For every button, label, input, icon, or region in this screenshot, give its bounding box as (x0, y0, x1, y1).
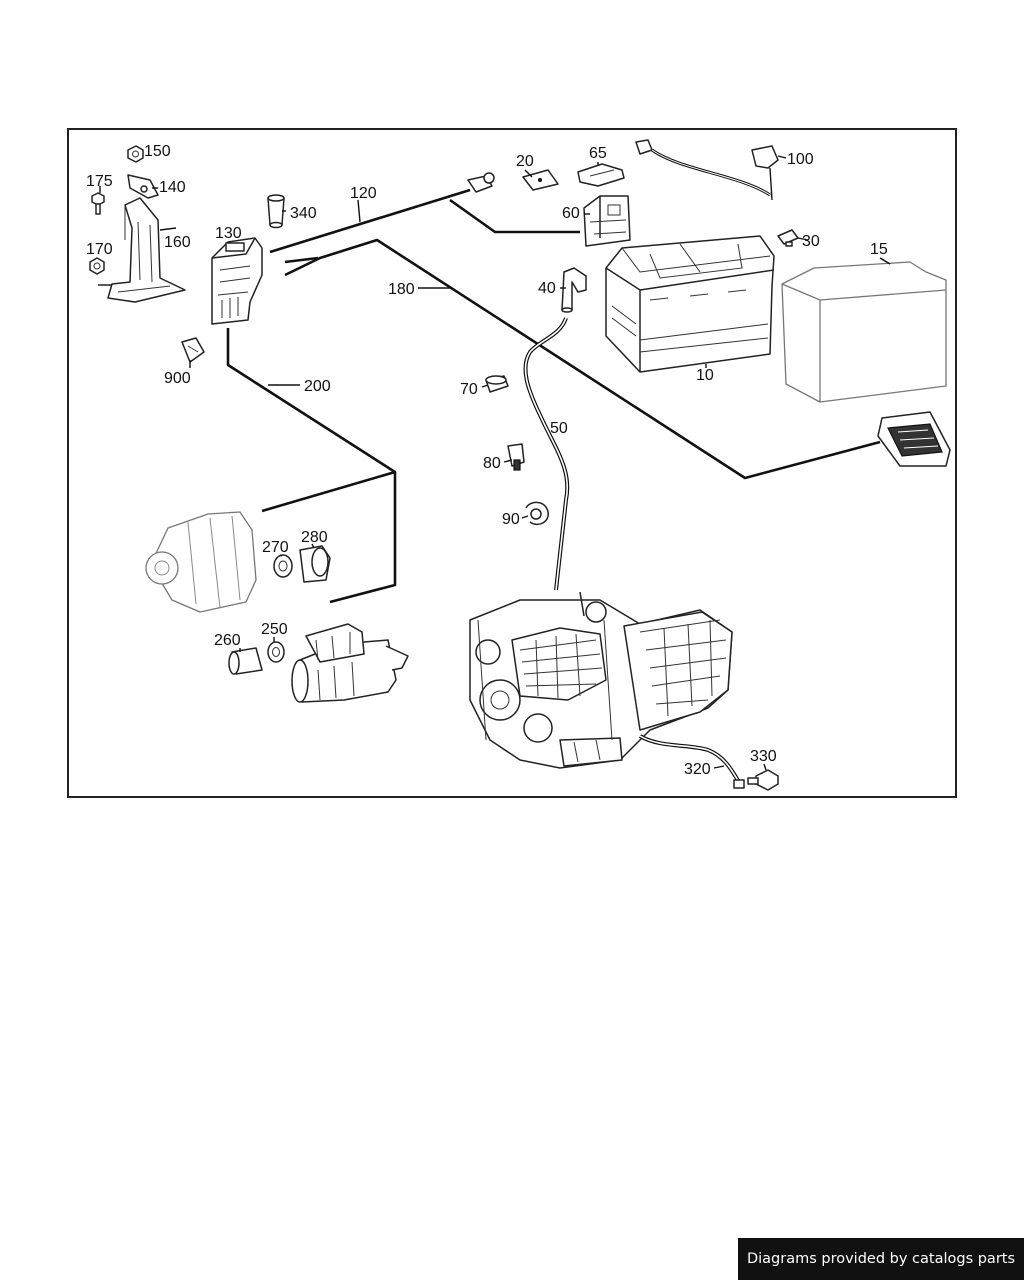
callout-70: 70 (460, 381, 478, 398)
battery-cable-100[interactable] (635, 139, 779, 201)
clip-90[interactable] (525, 501, 549, 526)
nut-150[interactable] (127, 145, 144, 163)
callout-260: 260 (214, 632, 241, 649)
starter-motor[interactable] (291, 623, 409, 703)
label-900[interactable] (181, 337, 205, 363)
callout-180: 180 (388, 281, 415, 298)
callout-labels: 150 175 140 160 170 130 340 120 20 65 10… (86, 143, 888, 778)
callout-340: 340 (290, 205, 317, 222)
ground-cable-320[interactable] (638, 734, 745, 789)
bracket-140[interactable] (127, 174, 159, 199)
nut-170[interactable] (89, 257, 105, 275)
callout-900: 900 (164, 370, 191, 387)
nut-270[interactable] (273, 554, 293, 578)
callout-160: 160 (164, 234, 191, 251)
cover-20[interactable] (522, 169, 559, 191)
cable-120[interactable] (269, 188, 580, 254)
callout-200: 200 (304, 378, 331, 395)
terminal-cover-60[interactable] (583, 195, 631, 247)
callout-140: 140 (159, 179, 186, 196)
callout-175: 175 (86, 173, 113, 190)
callout-100: 100 (787, 151, 814, 168)
nut-250[interactable] (267, 641, 285, 663)
callout-50: 50 (550, 420, 568, 437)
callout-330: 330 (750, 748, 777, 765)
callout-320: 320 (684, 761, 711, 778)
bolt-330[interactable] (747, 769, 779, 791)
callout-15: 15 (870, 241, 888, 258)
boot-280[interactable] (299, 545, 331, 583)
leader-lines (98, 155, 891, 771)
boot-260[interactable] (228, 647, 263, 675)
fuse-box-130[interactable] (211, 237, 263, 325)
credit-banner: Diagrams provided by catalogs parts (738, 1238, 1024, 1280)
callout-170: 170 (86, 241, 113, 258)
clamp-70[interactable] (485, 375, 509, 393)
engine-transmission-assembly[interactable] (469, 591, 733, 769)
callout-65: 65 (589, 145, 607, 162)
callout-90: 90 (502, 511, 520, 528)
battery-15[interactable] (781, 261, 947, 403)
callout-60: 60 (562, 205, 580, 222)
bolt-175[interactable] (91, 192, 105, 215)
cable-terminal-120[interactable] (467, 172, 495, 193)
cable-180[interactable] (284, 238, 881, 480)
callout-250: 250 (261, 621, 288, 638)
callout-30: 30 (802, 233, 820, 250)
bolt-30[interactable] (777, 229, 799, 247)
callout-40: 40 (538, 280, 556, 297)
callout-280: 280 (301, 529, 328, 546)
diagram-frame (67, 128, 957, 798)
callout-80: 80 (483, 455, 501, 472)
connector-80[interactable] (507, 443, 525, 471)
grommet-340[interactable] (267, 194, 285, 229)
alternator[interactable] (145, 511, 257, 613)
callout-150: 150 (144, 143, 171, 160)
vent-hose-50[interactable] (523, 317, 570, 591)
control-module-180[interactable] (877, 411, 951, 467)
cover-65[interactable] (577, 163, 625, 187)
callout-130: 130 (215, 225, 242, 242)
cable-200[interactable] (226, 328, 397, 604)
battery-10[interactable] (605, 235, 775, 373)
bracket-160[interactable] (107, 197, 186, 303)
vent-elbow-40[interactable] (561, 267, 587, 313)
callout-20: 20 (516, 153, 534, 170)
callout-10: 10 (696, 367, 714, 384)
callout-270: 270 (262, 539, 289, 556)
callout-120: 120 (350, 185, 377, 202)
